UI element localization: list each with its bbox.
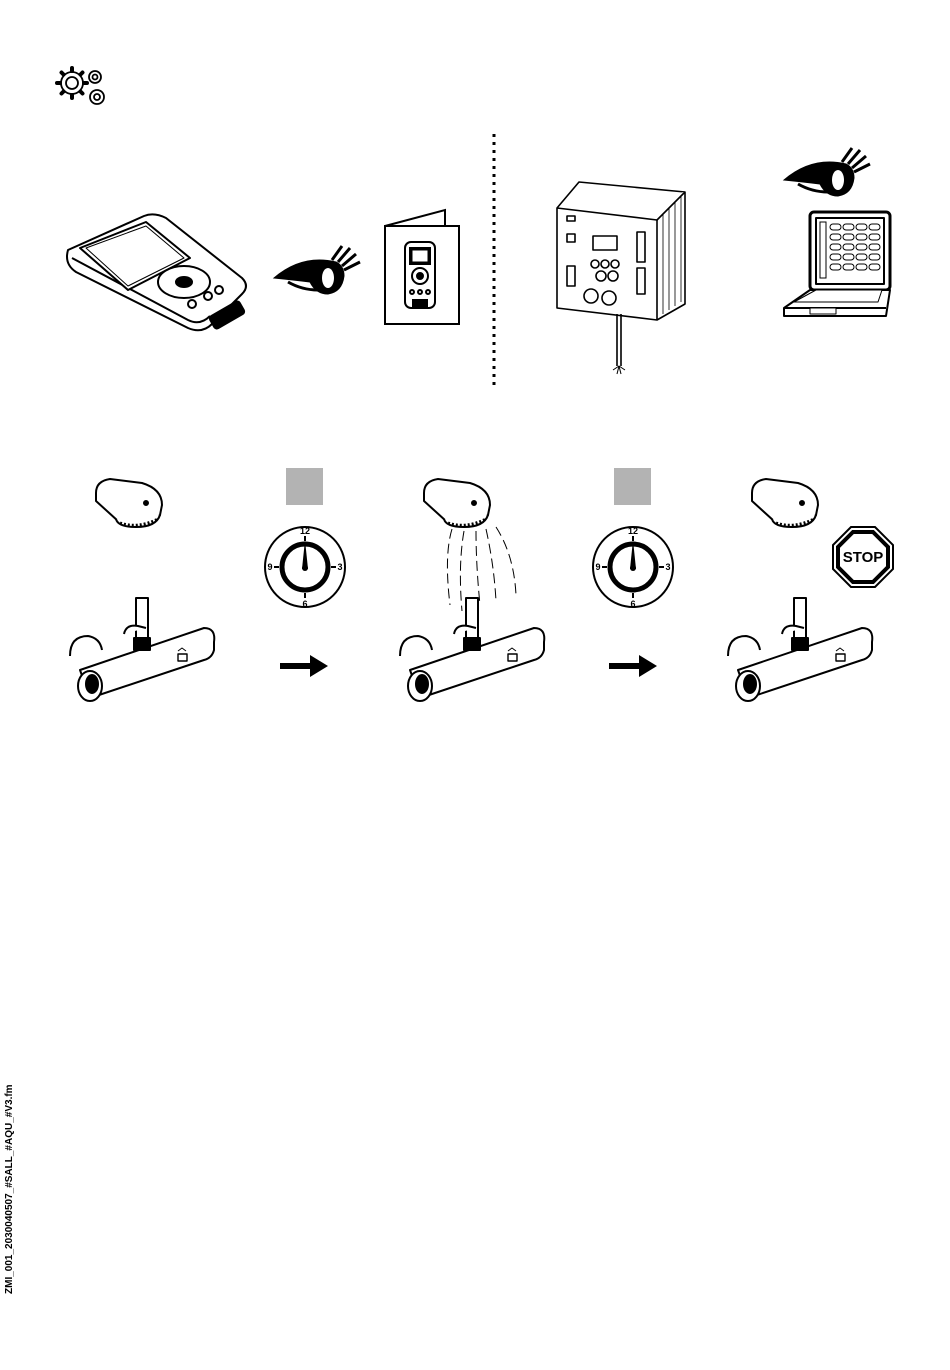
laptop-icon [780, 210, 895, 325]
mixer-tap-icon [722, 598, 877, 703]
gears-icon [55, 66, 110, 108]
clock-label-12: 12 [628, 526, 638, 536]
gray-placeholder-box [614, 468, 651, 505]
clock-icon: 12 3 6 9 [590, 524, 676, 610]
clock-label-9: 9 [595, 562, 600, 572]
shower-head-icon [748, 475, 823, 530]
eye-icon [782, 142, 874, 197]
clock-label-3: 3 [665, 562, 670, 572]
handheld-terminal-icon [62, 210, 252, 338]
manual-booklet-icon [383, 208, 461, 326]
stop-sign-label: STOP [843, 549, 884, 566]
dotted-divider [490, 134, 498, 386]
shower-head-icon [92, 475, 167, 530]
clock-label-3: 3 [337, 562, 342, 572]
gray-placeholder-box [286, 468, 323, 505]
arrow-right-icon [280, 654, 330, 678]
mixer-tap-icon [64, 598, 219, 703]
clock-label-9: 9 [267, 562, 272, 572]
mixer-tap-icon [394, 598, 549, 703]
document-side-code: ZMI_001_2030040507_#SALL_#AQU_#V3.fm [4, 1084, 15, 1294]
shower-head-icon [420, 475, 495, 530]
eye-icon [272, 240, 364, 295]
clock-label-6: 6 [302, 599, 307, 609]
clock-label-6: 6 [630, 599, 635, 609]
control-unit-icon [553, 180, 688, 375]
arrow-right-icon [609, 654, 659, 678]
clock-icon: 12 3 6 9 [262, 524, 348, 610]
clock-label-12: 12 [300, 526, 310, 536]
stop-sign-icon: STOP [832, 526, 894, 588]
